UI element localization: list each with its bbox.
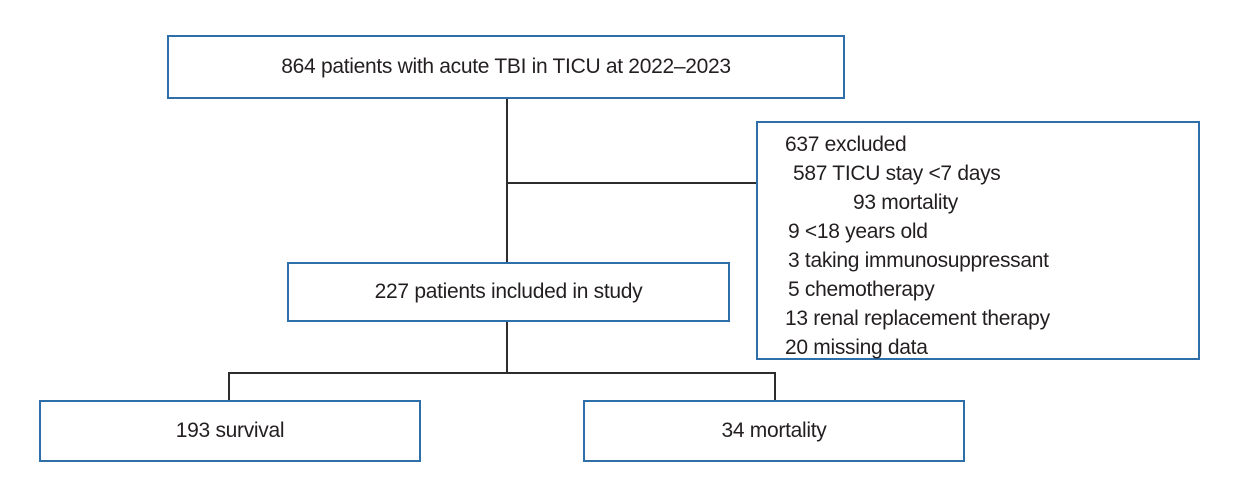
box-excluded: 637 excluded 587 TICU stay <7 days 93 mo… [756, 121, 1200, 360]
box-total-patients-label: 864 patients with acute TBI in TICU at 2… [281, 55, 731, 79]
box-mortality-label: 34 mortality [721, 419, 827, 443]
connector-bottom-rail [228, 372, 776, 374]
box-included-patients-label: 227 patients included in study [374, 280, 643, 304]
excluded-line: 93 mortality [853, 191, 958, 214]
connector-included-down [506, 322, 508, 373]
excluded-line: 5 chemotherapy [788, 278, 935, 301]
connector-branch-to-excluded [507, 182, 756, 184]
excluded-line: 20 missing data [785, 336, 928, 359]
box-survival: 193 survival [39, 400, 421, 462]
connector-drop-survival [228, 372, 230, 400]
box-survival-label: 193 survival [175, 419, 285, 443]
excluded-line: 13 renal replacement therapy [785, 307, 1050, 330]
box-included-patients: 227 patients included in study [287, 262, 730, 322]
excluded-line: 587 TICU stay <7 days [793, 162, 1001, 185]
excluded-line: 3 taking immunosuppressant [788, 249, 1049, 272]
box-total-patients: 864 patients with acute TBI in TICU at 2… [167, 35, 845, 99]
connector-total-to-included [506, 99, 508, 262]
connector-drop-mortality [774, 372, 776, 400]
box-mortality: 34 mortality [583, 400, 965, 462]
excluded-line: 9 <18 years old [788, 220, 928, 243]
excluded-line: 637 excluded [785, 133, 907, 156]
